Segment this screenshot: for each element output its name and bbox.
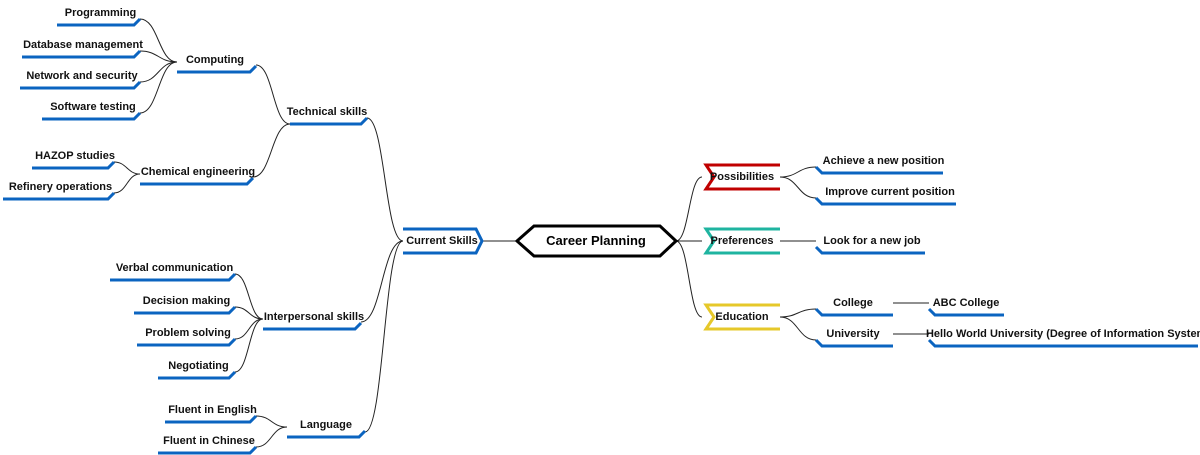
connector-possibilities-item [779, 176, 817, 199]
university-bar [814, 338, 893, 348]
computing-item-bar [57, 17, 142, 27]
computing-item-2[interactable]: Network and security [26, 70, 138, 82]
possibilities-shape [703, 163, 780, 191]
university-detail-bar [927, 338, 1198, 348]
connector-current-interpersonal [360, 240, 404, 323]
connector-chemical-item [113, 161, 141, 175]
possibilities-item-1[interactable]: Improve current position [825, 186, 955, 198]
connector-language-item [255, 426, 288, 448]
preferences-item-bar [814, 245, 925, 255]
computing-label[interactable]: Computing [185, 54, 245, 66]
interpersonal-item-1[interactable]: Decision making [142, 295, 231, 307]
interpersonal-item-3[interactable]: Negotiating [168, 360, 229, 372]
language-item-bar [158, 445, 258, 455]
technical-skills-bar [290, 116, 369, 126]
connector-lines [113, 18, 929, 448]
education-label[interactable]: Education [715, 311, 769, 323]
college-label[interactable]: College [833, 297, 873, 309]
chemical-engineering-label[interactable]: Chemical engineering [140, 166, 256, 178]
computing-item-bar [42, 111, 142, 121]
interpersonal-skills-bar [263, 321, 363, 331]
connector-language-item [255, 415, 288, 428]
computing-item-bar [22, 49, 142, 59]
current-skills-label[interactable]: Current Skills [406, 235, 478, 247]
connector-interpersonal-item [234, 306, 264, 320]
chemical-item-0[interactable]: HAZOP studies [35, 150, 115, 162]
interpersonal-item-2[interactable]: Problem solving [145, 327, 231, 339]
computing-item-0[interactable]: Programming [64, 7, 137, 19]
language-label[interactable]: Language [300, 419, 352, 431]
language-item-1[interactable]: Fluent in Chinese [163, 435, 255, 447]
language-item-bar [165, 414, 258, 424]
connector-computing-item [139, 61, 178, 83]
language-item-0[interactable]: Fluent in English [168, 404, 257, 416]
connector-current-technical [366, 117, 404, 242]
interpersonal-item-0[interactable]: Verbal communication [115, 262, 234, 274]
university-label[interactable]: University [826, 328, 880, 340]
connector-possibilities-item [779, 166, 817, 178]
connector-education-university [779, 316, 817, 341]
interpersonal-skills-label[interactable]: Interpersonal skills [263, 311, 365, 323]
interpersonal-item-bar [110, 272, 237, 282]
preferences-label[interactable]: Preferences [710, 235, 774, 247]
computing-item-bar [20, 80, 142, 90]
connector-computing-item [139, 50, 178, 63]
computing-item-3[interactable]: Software testing [50, 101, 136, 113]
education-shape [703, 303, 780, 331]
chemical-item-bar [32, 160, 116, 170]
connector-computing-item [139, 61, 178, 114]
connector-interpersonal-item [234, 318, 264, 340]
possibilities-label[interactable]: Possibilities [709, 171, 775, 183]
chemical-item-1[interactable]: Refinery operations [8, 181, 113, 193]
connector-computing-item [139, 18, 178, 63]
computing-bar [177, 64, 258, 74]
connector-interpersonal-item [234, 273, 264, 320]
connector-education-college [779, 308, 817, 318]
technical-skills-label[interactable]: Technical skills [286, 106, 368, 118]
preferences-item-0[interactable]: Look for a new job [823, 235, 921, 247]
root-node-shape [514, 224, 679, 258]
connector-root-possibilities [675, 176, 703, 242]
connector-technical-computing [255, 64, 291, 125]
possibilities-item-bar [814, 165, 943, 175]
connector-current-language [364, 240, 404, 433]
possibilities-item-bar [814, 196, 956, 206]
college-bar [814, 307, 893, 317]
interpersonal-item-bar [137, 337, 237, 347]
possibilities-item-0[interactable]: Achieve a new position [822, 155, 945, 167]
interpersonal-item-bar [134, 305, 237, 315]
interpersonal-item-bar [158, 370, 237, 380]
university-detail[interactable]: Hello World University (Degree of Inform… [925, 328, 1200, 340]
college-detail-bar [927, 307, 1004, 317]
current-skills-shape [403, 227, 484, 255]
connector-root-education [675, 240, 703, 318]
connector-interpersonal-item [234, 318, 264, 373]
language-bar [287, 429, 367, 439]
chemical-engineering-bar [140, 176, 255, 186]
chemical-item-bar [3, 191, 116, 201]
computing-item-1[interactable]: Database management [23, 39, 143, 51]
preferences-shape [703, 227, 780, 255]
connector-chemical-item [113, 173, 141, 194]
node-shapes [3, 17, 1198, 455]
college-detail[interactable]: ABC College [932, 297, 1000, 309]
root-node-label[interactable]: Career Planning [546, 233, 646, 248]
connector-technical-chemical [252, 123, 291, 178]
